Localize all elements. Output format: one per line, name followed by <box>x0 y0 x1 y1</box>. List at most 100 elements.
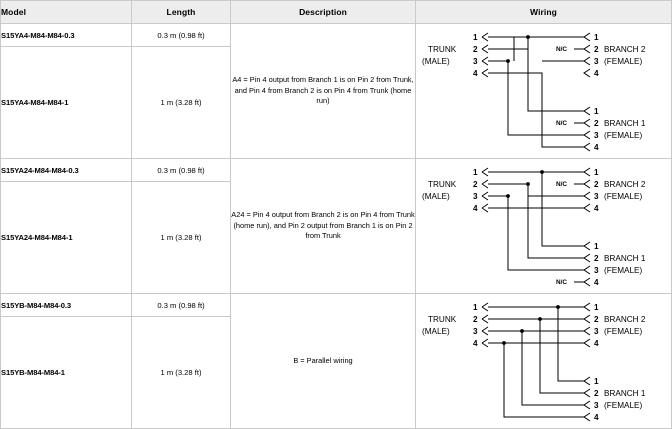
table-row: S15YA24-M84-M84-1 1 m (3.28 ft) <box>0 181 672 294</box>
branch1-pin-2: 2 <box>594 254 599 263</box>
branch2-pin-3: 3 <box>594 57 599 66</box>
trunk-label-line2: (MALE) <box>422 192 450 201</box>
junction-dots <box>501 305 560 345</box>
trunk-arrowheads <box>481 167 488 213</box>
trunk-pin-2: 2 <box>473 315 478 324</box>
branch1-pin-3: 3 <box>594 131 599 140</box>
nc-label-branch1: N/C <box>556 279 567 286</box>
branch2-pin-4: 4 <box>594 339 599 348</box>
branch1-pin-4: 4 <box>594 143 599 152</box>
table-row: S15YA24-M84-M84-0.3 0.3 m (0.98 ft) A24 … <box>0 158 672 294</box>
wiring-diagram-b: TRUNK (MALE) 1 2 3 4 <box>416 294 671 428</box>
model-cell: S15YA24-M84-M84-0.3 <box>0 158 132 182</box>
branch2-pin-2: 2 <box>594 315 599 324</box>
branch2-label-line1: BRANCH 2 <box>604 180 646 189</box>
branch1-pin-4: 4 <box>594 413 599 422</box>
column-header-model: Model <box>0 0 132 24</box>
table-row: S15YA4-M84-M84-1 1 m (3.28 ft) <box>0 46 672 159</box>
length-cell: 1 m (3.28 ft) <box>131 46 231 159</box>
branch1-label-line1: BRANCH 1 <box>604 119 646 128</box>
wiring-cell: TRUNK (MALE) 1 2 3 4 <box>415 158 672 294</box>
branch1-label-line2: (FEMALE) <box>604 266 642 275</box>
conductors <box>487 36 584 148</box>
junction-dots <box>505 35 530 63</box>
trunk-arrowheads <box>481 302 488 348</box>
trunk-label-line1: TRUNK <box>428 315 457 324</box>
table-row: S15YB-M84-M84-1 1 m (3.28 ft) <box>0 316 672 429</box>
wiring-svg: TRUNK (MALE) 1 2 3 4 <box>422 167 646 287</box>
description-cell: A4 = Pin 4 output from Branch 1 is on Pi… <box>230 23 416 159</box>
branch2-label-line1: BRANCH 2 <box>604 45 646 54</box>
model-cell: S15YA24-M84-M84-1 <box>0 181 132 294</box>
trunk-pin-2: 2 <box>473 180 478 189</box>
nc-markers: N/C N/C <box>556 181 584 286</box>
branch1-pin-3: 3 <box>594 401 599 410</box>
branch2-pin-1: 1 <box>594 168 599 177</box>
wiring-svg: TRUNK (MALE) 1 2 3 4 <box>422 302 646 422</box>
nc-label-branch2: N/C <box>556 181 567 188</box>
branch2-pin-2: 2 <box>594 45 599 54</box>
trunk-label-line2: (MALE) <box>422 327 450 336</box>
column-header-description: Description <box>230 0 416 24</box>
branch1-pin-3: 3 <box>594 266 599 275</box>
conductors <box>487 171 584 271</box>
branch2-label-line2: (FEMALE) <box>604 57 642 66</box>
branch1-label-line1: BRANCH 1 <box>604 389 646 398</box>
model-cell: S15YA4-M84-M84-1 <box>0 46 132 159</box>
branch2-pin-3: 3 <box>594 192 599 201</box>
table-row: S15YB-M84-M84-0.3 0.3 m (0.98 ft) B = Pa… <box>0 293 672 429</box>
column-header-length: Length <box>131 0 231 24</box>
branch1-connectors <box>582 241 590 287</box>
trunk-pin-4: 4 <box>473 339 478 348</box>
trunk-arrowheads <box>481 32 488 78</box>
branch2-pin-2: 2 <box>594 180 599 189</box>
length-cell: 1 m (3.28 ft) <box>131 316 231 429</box>
length-cell: 0.3 m (0.98 ft) <box>131 293 231 317</box>
branch1-pin-1: 1 <box>594 377 599 386</box>
trunk-pin-1: 1 <box>473 168 478 177</box>
model-cell: S15YB-M84-M84-0.3 <box>0 293 132 317</box>
branch1-pin-1: 1 <box>594 107 599 116</box>
branch2-pin-3: 3 <box>594 327 599 336</box>
table-row: S15YA4-M84-M84-0.3 0.3 m (0.98 ft) A4 = … <box>0 23 672 159</box>
branch2-pin-1: 1 <box>594 33 599 42</box>
trunk-pin-1: 1 <box>473 33 478 42</box>
trunk-pin-3: 3 <box>473 192 478 201</box>
branch1-pin-1: 1 <box>594 242 599 251</box>
trunk-pin-4: 4 <box>473 69 478 78</box>
trunk-pin-2: 2 <box>473 45 478 54</box>
nc-label-branch2: N/C <box>556 46 567 53</box>
length-cell: 1 m (3.28 ft) <box>131 181 231 294</box>
wiring-svg: TRUNK (MALE) 1 2 3 4 <box>422 32 646 152</box>
branch1-pin-2: 2 <box>594 119 599 128</box>
junction-dots <box>505 170 544 198</box>
branch2-pin-4: 4 <box>594 204 599 213</box>
branch1-label-line2: (FEMALE) <box>604 131 642 140</box>
nc-markers: N/C N/C <box>556 46 584 127</box>
branch1-label-line2: (FEMALE) <box>604 401 642 410</box>
branch2-label-line2: (FEMALE) <box>604 192 642 201</box>
trunk-pin-4: 4 <box>473 204 478 213</box>
description-cell: A24 = Pin 4 output from Branch 2 is on P… <box>230 158 416 294</box>
length-cell: 0.3 m (0.98 ft) <box>131 23 231 47</box>
trunk-pin-3: 3 <box>473 327 478 336</box>
wiring-cell: TRUNK (MALE) 1 2 3 4 <box>415 23 672 159</box>
table-header-row: Model Length Description Wiring <box>0 0 672 24</box>
branch1-label-line1: BRANCH 1 <box>604 254 646 263</box>
branch2-connectors <box>582 302 590 348</box>
column-header-wiring: Wiring <box>415 0 672 24</box>
branch2-pin-4: 4 <box>594 69 599 78</box>
model-cell: S15YB-M84-M84-1 <box>0 316 132 429</box>
trunk-label-line2: (MALE) <box>422 57 450 66</box>
model-cell: S15YA4-M84-M84-0.3 <box>0 23 132 47</box>
wiring-diagram-a24: TRUNK (MALE) 1 2 3 4 <box>416 159 671 293</box>
nc-label-branch1: N/C <box>556 120 567 127</box>
wiring-diagram-a4: TRUNK (MALE) 1 2 3 4 <box>416 24 671 158</box>
wiring-cell: TRUNK (MALE) 1 2 3 4 <box>415 293 672 429</box>
branch2-label-line2: (FEMALE) <box>604 327 642 336</box>
branch2-pin-1: 1 <box>594 303 599 312</box>
trunk-pin-3: 3 <box>473 57 478 66</box>
branch1-connectors <box>582 106 590 152</box>
trunk-label-line1: TRUNK <box>428 45 457 54</box>
